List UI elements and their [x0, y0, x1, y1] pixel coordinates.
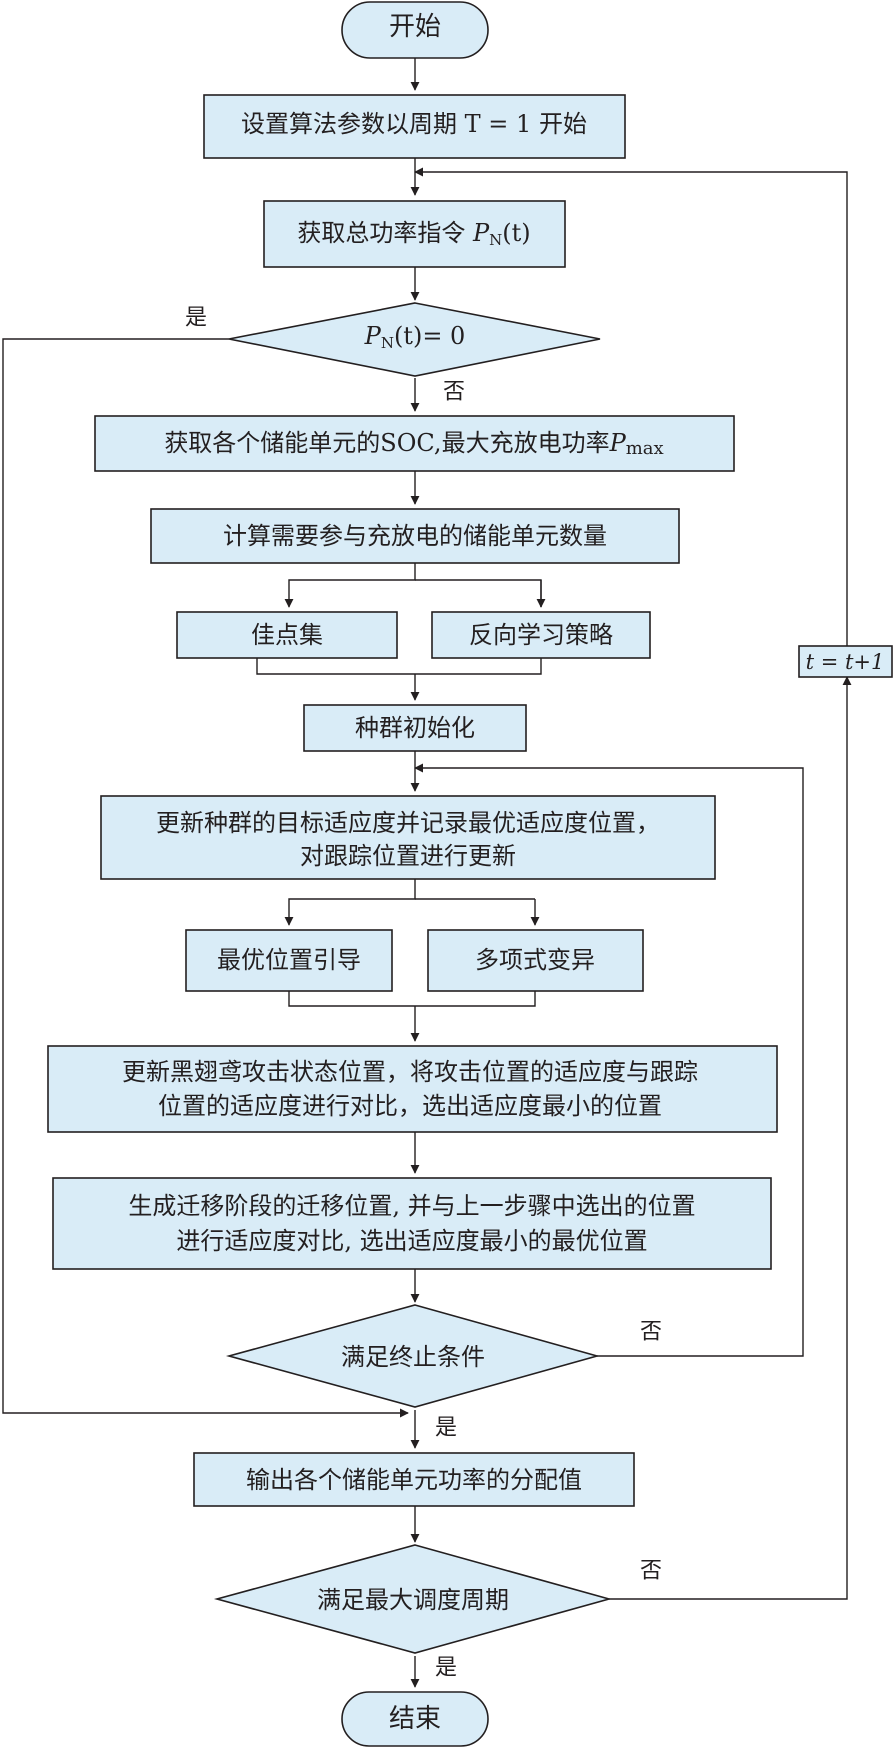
decision-p-symbol: P — [364, 322, 382, 350]
get-soc-text: 获取各个储能单元的SOC,最大充放电功率 — [164, 429, 609, 457]
best-guided-node: 最优位置引导 — [185, 929, 393, 992]
end-label: 结束 — [389, 1704, 441, 1734]
label-yes-period: 是 — [435, 1656, 457, 1681]
attack-line2: 位置的适应度进行对比，选出适应度最小的位置 — [158, 1092, 662, 1120]
edge-decision-yes-bypass — [2, 338, 409, 1418]
get-power-node: 获取总功率指令 PN(t) — [263, 200, 566, 268]
label-yes-termination: 是 — [435, 1416, 457, 1441]
edge-period-no-loop — [609, 676, 852, 1600]
end-node: 结束 — [341, 1691, 489, 1747]
p-symbol: P — [472, 219, 490, 247]
pmax-subscript: max — [626, 438, 664, 459]
good-point-set-node: 佳点集 — [176, 611, 398, 659]
termination-node: 满足终止条件 — [225, 1304, 600, 1408]
poly-mutation-node: 多项式变异 — [427, 929, 644, 992]
start-node: 开始 — [341, 1, 489, 59]
decision-zero-node: PN(t)= 0 — [228, 302, 601, 377]
decision-t-arg: (t) — [394, 322, 422, 350]
output-label: 输出各个储能单元功率的分配值 — [246, 1466, 582, 1494]
update-fitness-node: 更新种群的目标适应度并记录最优适应度位置， 对跟踪位置进行更新 — [100, 795, 716, 880]
edge-merge-to-popinit — [256, 658, 542, 675]
good-point-set-label: 佳点集 — [251, 621, 323, 649]
migrate-line1: 生成迁移阶段的迁移位置, 并与上一步骤中选出的位置 — [128, 1192, 695, 1220]
n-subscript: N — [489, 231, 502, 249]
population-init-node: 种群初始化 — [303, 704, 527, 752]
label-no-termination: 否 — [640, 1320, 662, 1345]
edge-update-split — [284, 879, 416, 926]
get-soc-node: 获取各个储能单元的SOC,最大充放电功率Pmax — [94, 415, 735, 472]
compute-count-node: 计算需要参与充放电的储能单元数量 — [150, 508, 680, 564]
attack-update-node: 更新黑翅鸢攻击状态位置，将攻击位置的适应度与跟踪 位置的适应度进行对比，选出适应… — [47, 1045, 778, 1133]
t-increment-label: t = t+1 — [806, 650, 885, 674]
edge-labels: 是 否 否 是 否 是 — [185, 306, 662, 1681]
init-params-label: 设置算法参数以周期 T = 1 开始 — [241, 110, 587, 138]
get-power-label: 获取总功率指令 PN(t) — [297, 219, 530, 249]
reverse-learning-label: 反向学习策略 — [469, 621, 613, 649]
init-params-node: 设置算法参数以周期 T = 1 开始 — [203, 94, 626, 159]
max-period-node: 满足最大调度周期 — [213, 1544, 612, 1654]
get-power-text: 获取总功率指令 — [297, 219, 473, 247]
pmax-p-symbol: P — [609, 429, 627, 457]
update-fitness-line2: 对跟踪位置进行更新 — [300, 842, 516, 870]
connectors — [2, 56, 852, 1688]
migrate-node: 生成迁移阶段的迁移位置, 并与上一步骤中选出的位置 进行适应度对比, 选出适应度… — [52, 1177, 772, 1270]
decision-zero-label: PN(t)= 0 — [364, 322, 466, 352]
migrate-line2: 进行适应度对比, 选出适应度最小的最优位置 — [176, 1227, 647, 1255]
edge-compute-split — [284, 563, 416, 608]
decision-zero-suffix: = 0 — [422, 322, 465, 350]
update-fitness-line1: 更新种群的目标适应度并记录最优适应度位置， — [156, 809, 660, 837]
decision-n-subscript: N — [381, 334, 394, 352]
max-period-label: 满足最大调度周期 — [317, 1586, 509, 1614]
edge-merge2 — [288, 991, 536, 1007]
t-arg: (t) — [502, 219, 530, 247]
get-soc-label: 获取各个储能单元的SOC,最大充放电功率Pmax — [164, 429, 663, 459]
reverse-learning-node: 反向学习策略 — [431, 611, 651, 659]
termination-label: 满足终止条件 — [341, 1343, 485, 1371]
output-node: 输出各个储能单元功率的分配值 — [193, 1452, 635, 1507]
edge-termination-no-loop — [414, 763, 804, 1357]
edge-increment-to-getpower — [414, 167, 848, 646]
best-guided-label: 最优位置引导 — [217, 946, 361, 974]
compute-count-label: 计算需要参与充放电的储能单元数量 — [223, 522, 607, 550]
poly-mutation-label: 多项式变异 — [475, 946, 595, 974]
attack-line1: 更新黑翅鸢攻击状态位置，将攻击位置的适应度与跟踪 — [122, 1058, 698, 1086]
start-label: 开始 — [389, 12, 441, 42]
edge-compute-split-right — [415, 579, 542, 607]
t-increment-node: t = t+1 — [798, 645, 893, 678]
label-no-period: 否 — [640, 1559, 662, 1584]
population-init-label: 种群初始化 — [355, 714, 475, 742]
label-no-zero: 否 — [443, 380, 465, 405]
label-yes-zero: 是 — [185, 306, 207, 331]
